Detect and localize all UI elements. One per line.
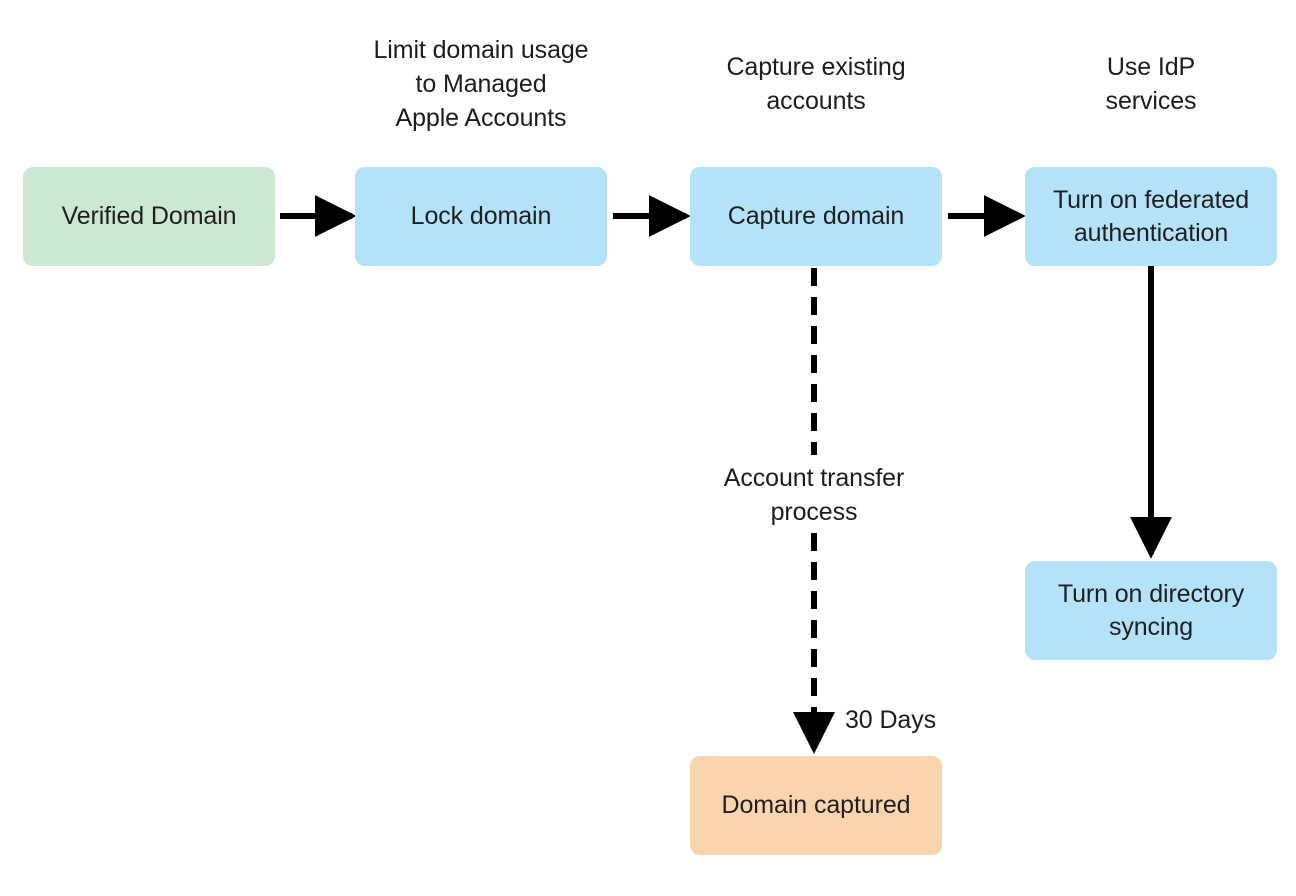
edge-label-30-days: 30 Days: [845, 706, 937, 734]
edge-label-account-transfer: Account transfer process: [723, 464, 905, 526]
node-turn-on-federated-authentication[interactable]: Turn on federated authentication: [1025, 167, 1277, 266]
caption-federated-auth: Use IdP services: [1105, 53, 1197, 115]
caption-capture-domain: Capture existing accounts: [726, 53, 906, 115]
node-verified-domain[interactable]: Verified Domain: [23, 167, 275, 266]
node-capture-domain[interactable]: Capture domain: [690, 167, 942, 266]
node-lock-domain[interactable]: Lock domain: [355, 167, 607, 266]
node-turn-on-directory-syncing[interactable]: Turn on directory syncing: [1025, 561, 1277, 660]
node-domain-captured[interactable]: Domain captured: [690, 756, 942, 855]
caption-lock-domain: Limit domain usage to Managed Apple Acco…: [373, 36, 589, 132]
